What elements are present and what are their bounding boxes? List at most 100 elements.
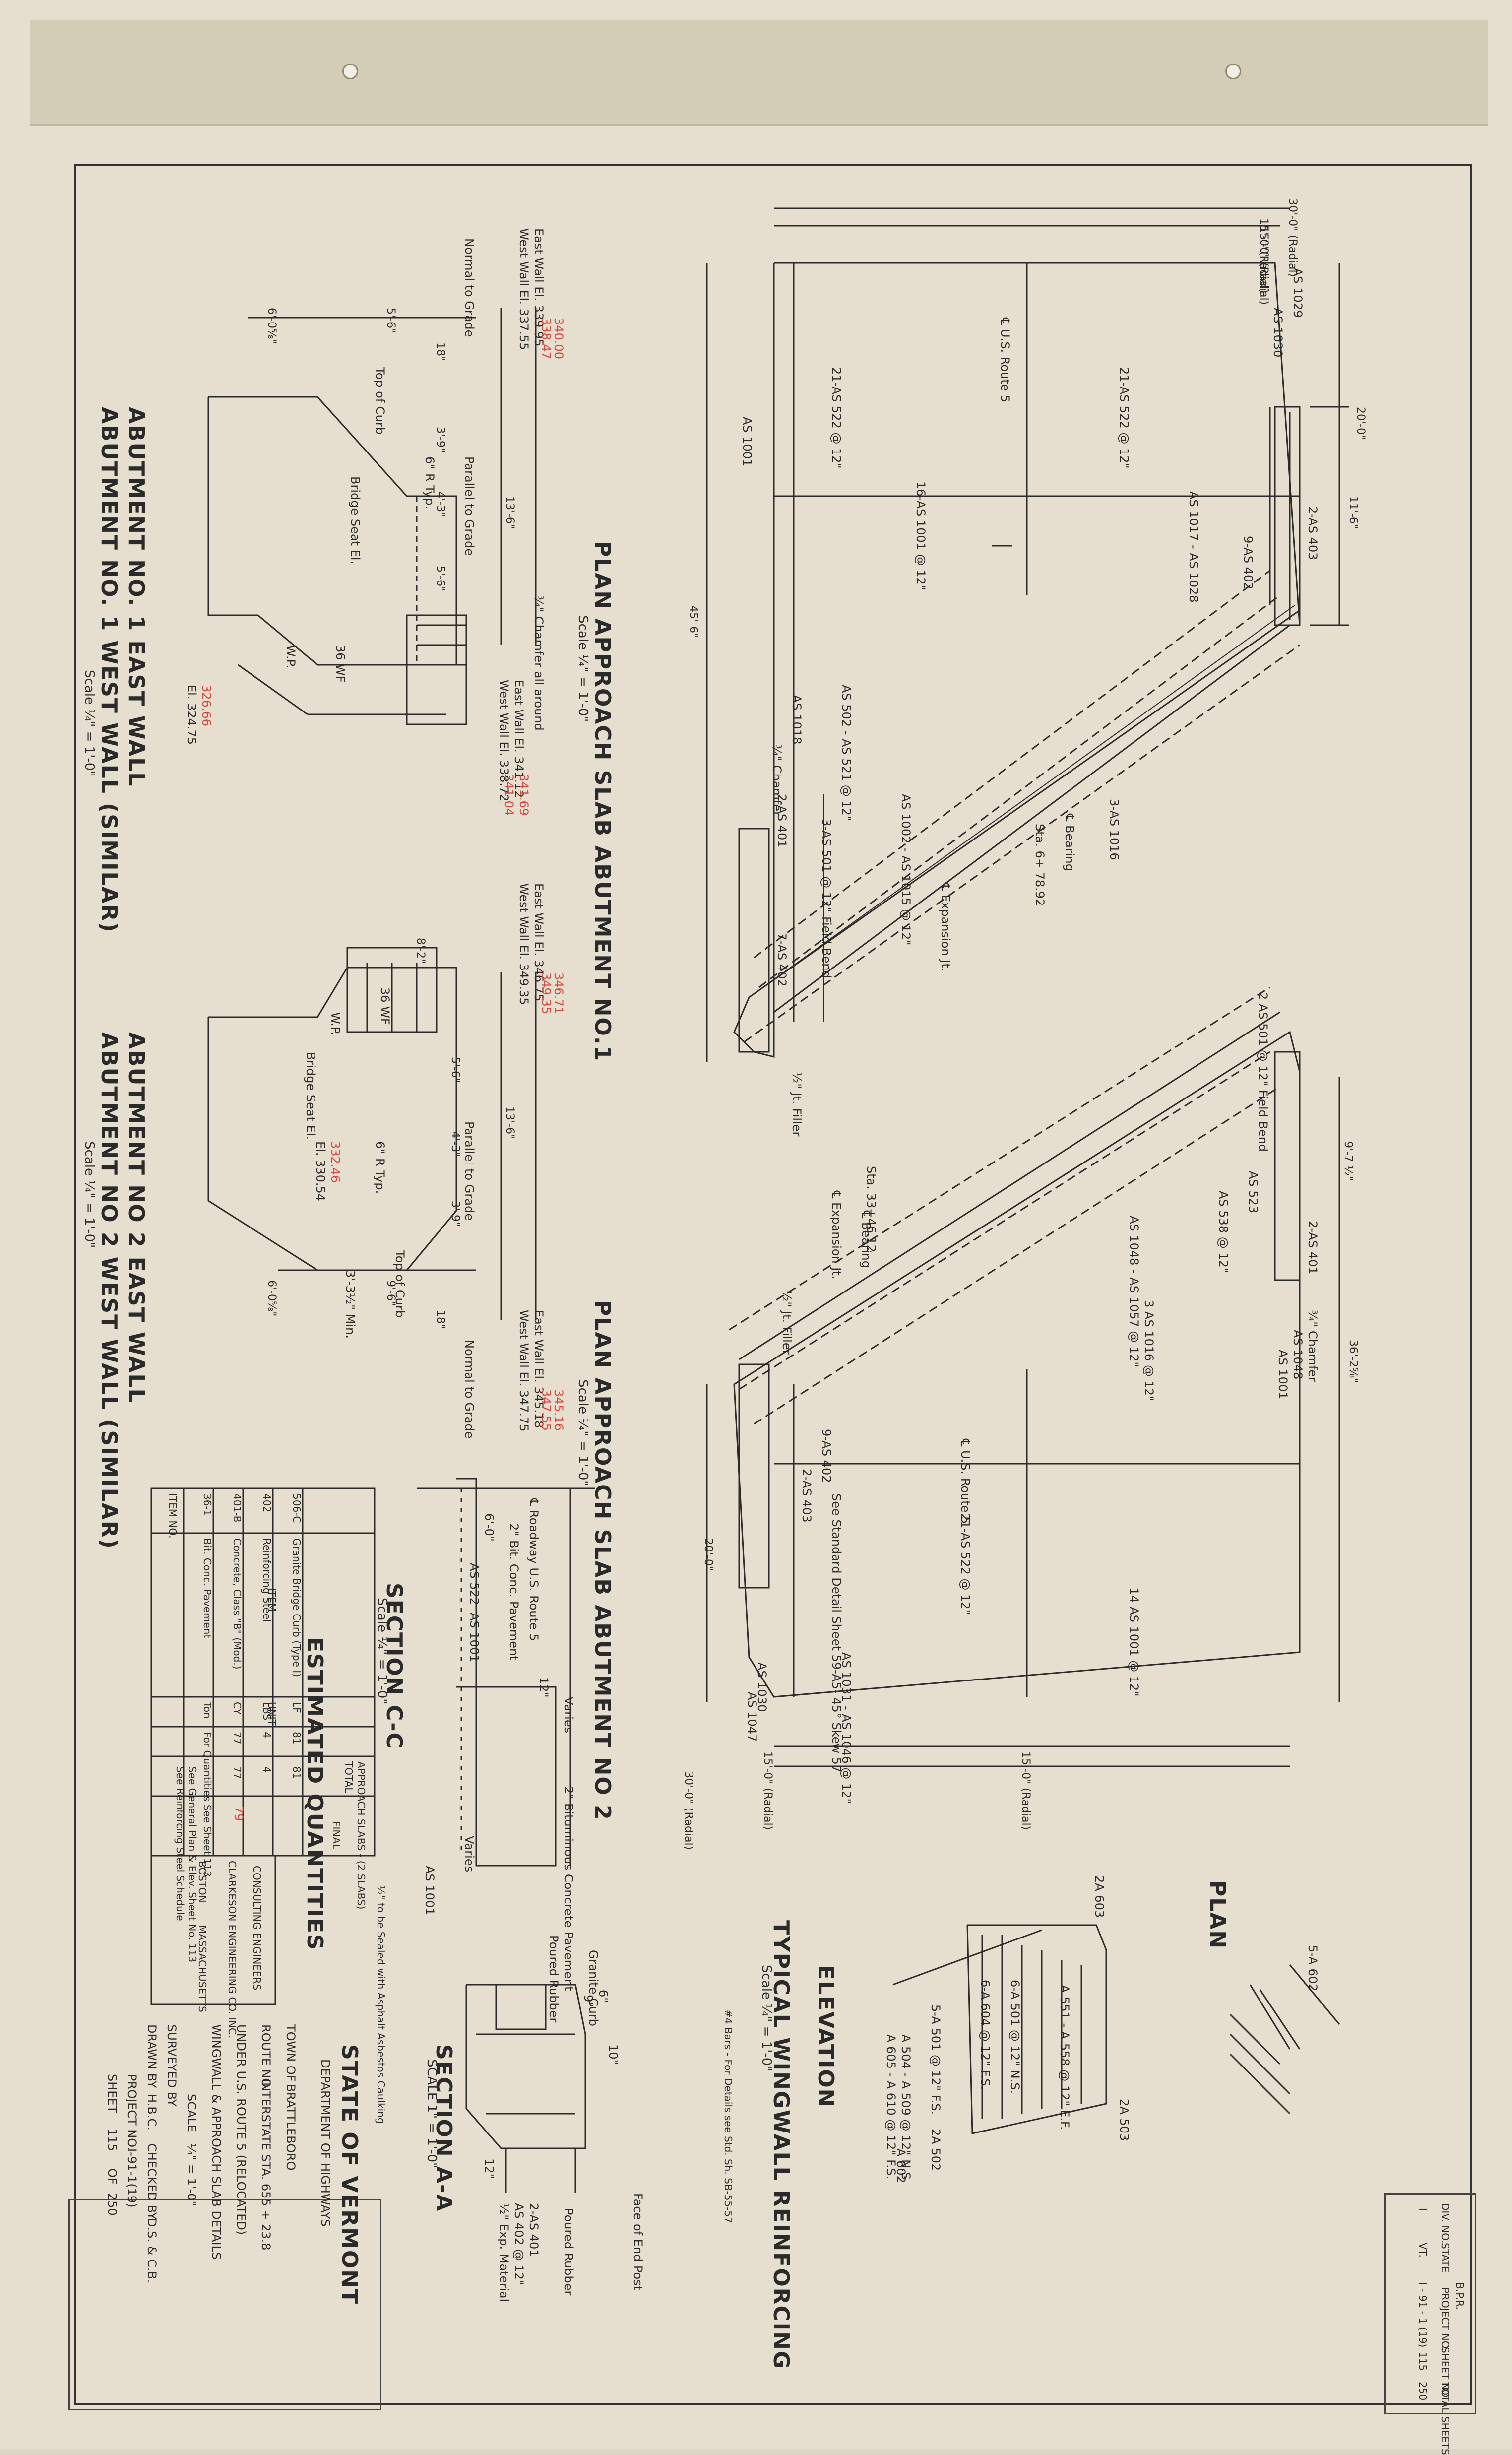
section-aa-label: 12" — [482, 2158, 496, 2179]
wingwall-plan-label: PLAN — [1205, 1880, 1230, 1950]
plan1-label: AS 1001 — [740, 417, 754, 467]
section-aa-label: 10" — [606, 2044, 620, 2065]
engineer-line: BOSTON — [196, 1861, 208, 1903]
plan1-label: AS 502 - AS 521 @ 12" — [839, 685, 853, 821]
estimates-title: ESTIMATED QUANTITIES — [302, 1637, 327, 1951]
plan2-label: 3 AS 1016 @ 12" — [1142, 1300, 1156, 1402]
section-cc-label: ℄ Roadway U.S. Route 5 — [527, 1498, 541, 1641]
title-town-label: TOWN OF — [284, 2024, 298, 2082]
title-drawn: DRAWN BY — [145, 2024, 159, 2088]
wingwall-note: #4 Bars - For Details see Std. Sh. SB-55… — [722, 2009, 734, 2223]
plan2-dim-half-left: 15'-0" (Radial) — [761, 1751, 774, 1830]
abut2-red-note: 347.55 — [539, 1389, 553, 1431]
corner-cell: 115 — [1417, 2352, 1429, 2371]
plan2-label: See Standard Detail Sheet 59-A5- 45° Ske… — [829, 1493, 843, 1773]
plan1-title: PLAN APPROACH SLAB ABUTMENT NO.1 — [590, 541, 615, 1062]
corner-header: TOTAL SHEETS — [1439, 2382, 1451, 2455]
estimates-cell: 402 — [261, 1493, 273, 1513]
abut2-label: 18" — [434, 1310, 446, 1329]
estimates-cell: CY — [231, 1702, 243, 1715]
plan1-label: 3-AS 1016 — [1107, 799, 1121, 860]
section-cc-label: 6'-0" — [482, 1513, 496, 1542]
section-aa-label: Poured Rubber — [547, 1935, 561, 2023]
section-aa-label: 9" — [581, 1995, 595, 2008]
abut1-label: 5'-6" — [434, 566, 446, 592]
plan2-dim-36: 36'-2⅝" — [1347, 1340, 1359, 1383]
abut2-label: Bridge Seat El. — [304, 1052, 317, 1140]
section-aa-label: 2-AS 401 — [527, 2203, 541, 2257]
plan1-dim-11: 11'-6" — [1347, 496, 1359, 529]
section-aa-label: ½" Exp. Material — [497, 2203, 511, 2302]
abut2-label: 3'-3½" Min. — [343, 1270, 357, 1339]
section-cc-label: AS 522 — [467, 1563, 481, 1606]
plan2-label: 9-AS 402 — [819, 1429, 833, 1483]
estimates-header: APPROACH SLABS - (2 SLABS) — [355, 1761, 367, 1910]
punch-hole — [342, 64, 358, 79]
title-of: 250 — [105, 2193, 119, 2216]
title-block — [68, 2199, 381, 2410]
section-aa-label: Granite Curb — [586, 1950, 600, 2026]
plan2-label: AS 1001 — [1276, 1350, 1290, 1400]
drawing-border — [74, 164, 1472, 2405]
plan2-label: ½" Jt. Filler — [780, 1290, 794, 1355]
estimates-cell: 401-B — [231, 1493, 243, 1523]
abut2-red-note: 349.35 — [539, 972, 553, 1014]
corner-header: PROJECT NO. — [1439, 2287, 1451, 2352]
abut2-label: W.P. — [328, 1012, 342, 1035]
plan1-label: ½" Jt. Filler — [790, 1072, 804, 1137]
abut1-title-1: ABUTMENT NO. 1 EAST WALL — [124, 407, 149, 787]
abut2-label: 5'-6" — [449, 1057, 461, 1083]
abut1-label: Normal to Grade — [462, 238, 476, 337]
abut2-red-note: 345.16 — [552, 1389, 566, 1431]
abut1-label: 5'-6" — [384, 308, 397, 334]
plan2-label: 2-AS 403 — [800, 1469, 814, 1523]
abut2-label: 4'-3" — [449, 1131, 461, 1158]
mounting-tape — [30, 20, 1488, 126]
title-project-label: PROJECT NO. — [125, 2074, 139, 2151]
punch-hole — [1225, 64, 1241, 79]
title-sheet-label: SHEET — [105, 2074, 119, 2113]
title-state: STATE OF VERMONT — [337, 2044, 362, 2305]
plan1-label: 2-AS 401 — [775, 794, 789, 848]
abut1-label: 6" R Typ. — [423, 456, 437, 510]
section-aa-label: 2" Bituminous Concrete Pavement — [562, 1786, 575, 1991]
title-sheet: 115 — [105, 2129, 119, 2151]
plan2-label: AS 1047 — [745, 1692, 759, 1742]
abut1-title-2: ABUTMENT NO. 1 WEST WALL (SIMILAR) — [96, 407, 122, 933]
abut1-red-note: 338.47 — [539, 318, 553, 359]
plan1-label: 21-AS 522 @ 12" — [829, 367, 843, 469]
plan2-title: PLAN APPROACH SLAB ABUTMENT NO 2 — [590, 1300, 615, 1821]
plan2-label: 21-AS 522 @ 12" — [958, 1513, 972, 1615]
abut2-label: West Wall El. 349.35 — [517, 883, 531, 1005]
plan1-label: 21-AS 522 @ 12" — [1117, 367, 1131, 469]
abut1-red-note: 341.04 — [502, 774, 516, 816]
estimates-cell: 81 — [291, 1766, 303, 1779]
plan1-dim-45: 45'-6" — [687, 605, 699, 639]
abut2-label: Parallel to Grade — [462, 1121, 476, 1221]
title-line3: UNDER U.S. ROUTE 5 (RELOCATED) — [234, 2024, 248, 2235]
abut1-red-note: 340.00 — [552, 318, 566, 359]
corner-header: STATE — [1439, 2243, 1451, 2273]
abut2-label: El. 330.54 — [314, 1141, 327, 1202]
wingwall-label: A 551 - A 558 @ 12" E.F. — [1058, 1985, 1071, 2130]
abut1-label: 13'-6" — [504, 496, 516, 529]
abut1-label: El. 324.75 — [185, 685, 198, 745]
estimates-cell: 81 — [291, 1732, 303, 1744]
section-cc-label: Varies — [562, 1697, 575, 1734]
abut1-label: Top of Curb — [373, 367, 387, 435]
abut2-label: 8'-2" — [414, 938, 427, 964]
section-aa-scale: SCALE 1" = 1'-0" — [424, 2059, 439, 2169]
title-project: I-91-1(19) — [125, 2148, 139, 2208]
plan1-label: AS 1002 - AS 1015 @ 12" — [899, 794, 913, 946]
plan1-label: AS 1017 - AS 1028 — [1187, 491, 1200, 603]
plan1-label: 9-AS 402 — [1241, 536, 1255, 590]
abut2-label: Normal to Grade — [462, 1340, 476, 1439]
abut2-label: 3'-9" — [449, 1201, 461, 1227]
plan1-label: Sta. 6+ 78.92 — [1033, 824, 1047, 906]
plan1-label: AS 1029 — [1291, 268, 1305, 318]
section-cc-label: 2" Bit. Conc. Pavement — [507, 1523, 521, 1661]
plan2-dim-half-right: 15'-0" (Radial) — [1019, 1751, 1032, 1830]
section-aa-label: Poured Rubber — [562, 2208, 575, 2296]
title-route: INTERSTATE STA. 655 + 23.8 — [259, 2079, 273, 2251]
title-surveyed: SURVEYED BY — [165, 2024, 179, 2107]
